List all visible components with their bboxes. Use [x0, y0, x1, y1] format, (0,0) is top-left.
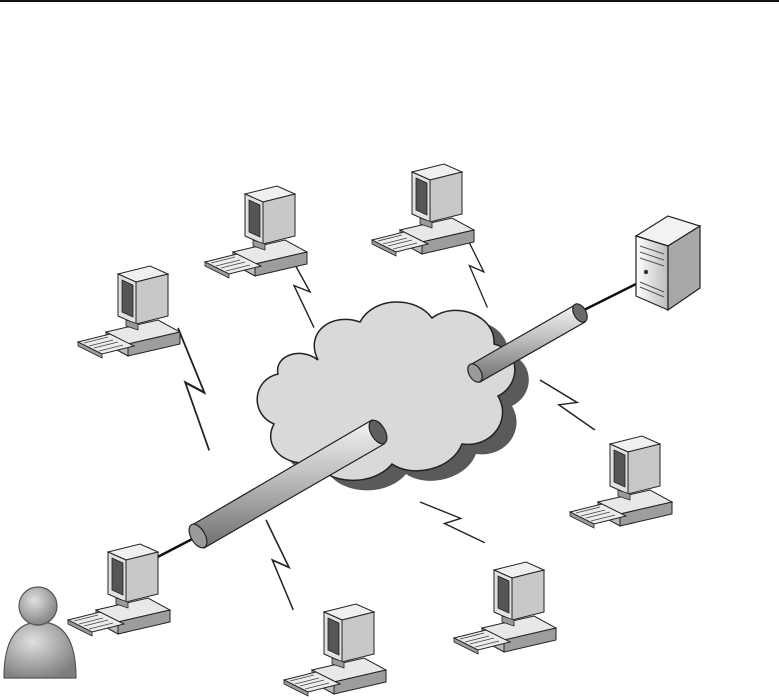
wireless-link-bolt-3 [178, 328, 209, 450]
computer-icon-right [570, 436, 672, 528]
server-icon [636, 216, 700, 310]
user-icon [4, 587, 76, 678]
computer-icon-bottom-center [284, 604, 386, 696]
tunnel-pipe-lower [148, 417, 391, 562]
computer-icon-top-left [205, 186, 307, 278]
computer-icon-bottom-right [454, 562, 556, 654]
network-cloud [257, 302, 529, 490]
computer-icon-top-center [372, 164, 474, 256]
computer-icon-left [78, 266, 180, 358]
wireless-link-bolt-5 [420, 486, 485, 559]
computer-icon-user-workstation [68, 544, 170, 636]
wireless-link-bolt-4 [540, 368, 595, 442]
wireless-link-bolt-6 [266, 520, 293, 610]
